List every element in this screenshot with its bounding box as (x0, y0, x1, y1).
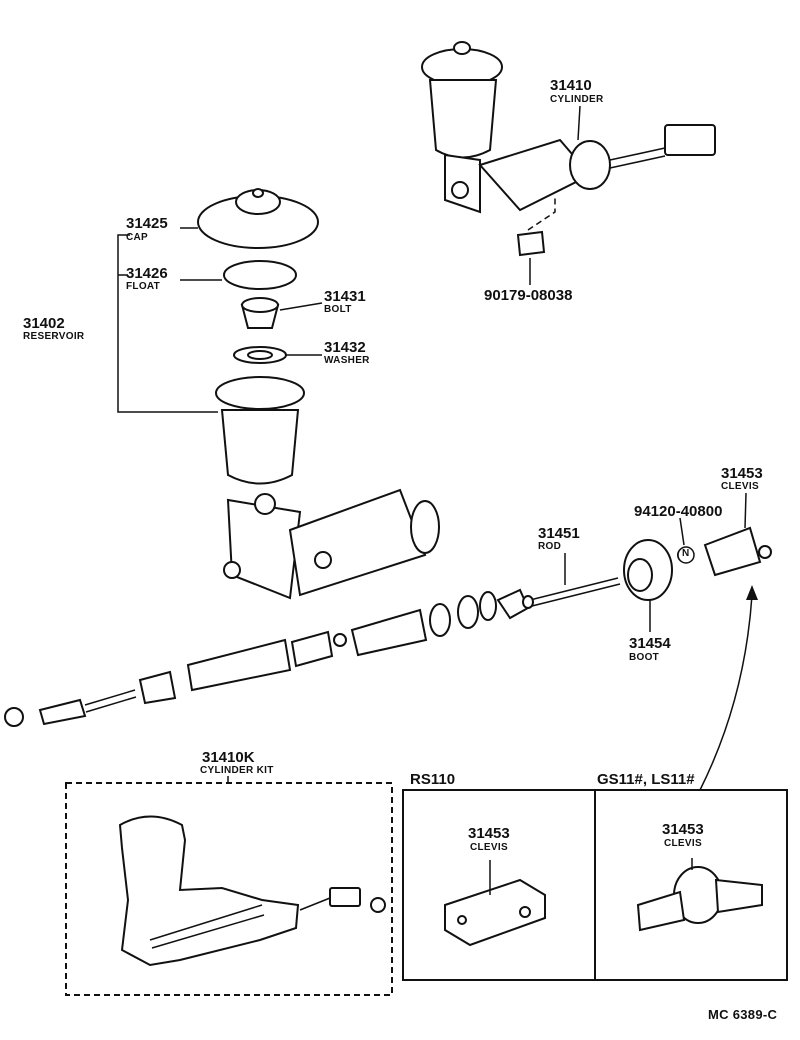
variant-gs11-title: GS11#, LS11# (597, 771, 695, 788)
nut-leader (679, 517, 685, 546)
label-gs11-number: 31453 (662, 821, 704, 838)
label-31454-number: 31454 (629, 635, 671, 652)
label-31425-name: CAP (126, 232, 149, 243)
nut-marker: N (682, 548, 690, 559)
cylinder-kit-box (65, 776, 393, 996)
cylinder-body-drawing (223, 488, 440, 600)
label-kit-name: CYLINDER KIT (200, 765, 274, 776)
clevis-leader (744, 492, 747, 529)
bolt-leader (279, 302, 323, 311)
reservoir-bracket (117, 234, 218, 413)
label-31431-number: 31431 (324, 288, 366, 305)
label-94120-number: 94120-40800 (634, 503, 723, 520)
assembled-cylinder-drawing (421, 41, 716, 257)
diagram-reference-code: MC 6389-C (708, 1007, 778, 1022)
label-31432-number: 31432 (324, 339, 366, 356)
label-31410-number: 31410 (550, 77, 592, 94)
label-31402-number: 31402 (23, 315, 65, 332)
label-rs110-number: 31453 (468, 825, 510, 842)
label-31426-number: 31426 (126, 265, 168, 282)
label-rs110-name: CLEVIS (470, 842, 508, 853)
label-kit-number: 31410K (202, 749, 255, 766)
variant-rs110-title: RS110 (410, 771, 456, 788)
label-31451-number: 31451 (538, 525, 580, 542)
label-31453-number: 31453 (721, 465, 763, 482)
label-31426-name: FLOAT (126, 281, 161, 292)
reservoir-group-drawing (197, 188, 319, 485)
label-31410-name: CYLINDER (550, 94, 604, 105)
label-31432-name: WASHER (324, 355, 370, 366)
nut-marker-circle (677, 546, 695, 564)
variant-panels (402, 789, 788, 981)
label-90179-number: 90179-08038 (484, 287, 573, 304)
label-31453-name: CLEVIS (721, 481, 759, 492)
label-31431-name: BOLT (324, 304, 352, 315)
label-31454-name: BOOT (629, 652, 660, 663)
label-31402-name: RESERVOIR (23, 331, 85, 342)
label-31425-number: 31425 (126, 215, 168, 232)
label-31451-name: ROD (538, 541, 562, 552)
cylinder-leader (577, 105, 581, 141)
label-gs11-name: CLEVIS (664, 838, 702, 849)
internal-parts-drawing (4, 588, 530, 727)
